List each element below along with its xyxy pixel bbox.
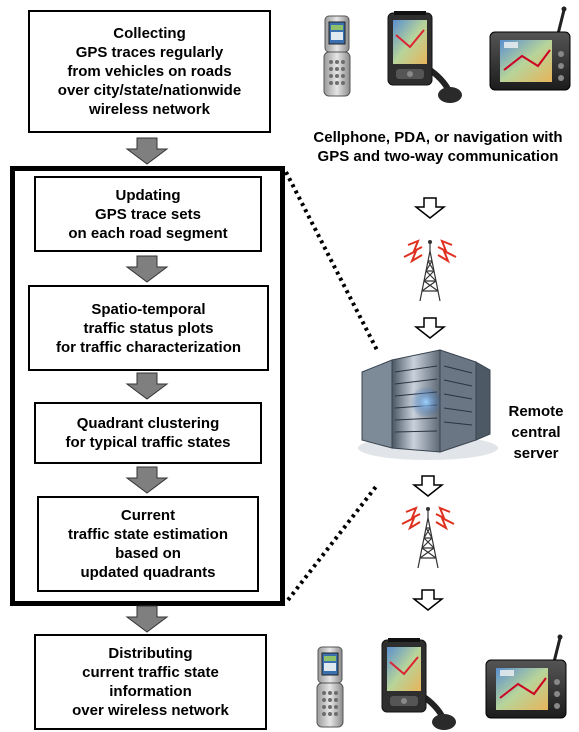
connector-line (284, 171, 380, 353)
current-line: updated quadrants (80, 564, 216, 581)
spatiotemporal-line: traffic status plots (83, 319, 214, 337)
updating-line: on each road segment (68, 224, 228, 242)
connector-line (286, 482, 380, 602)
spatiotemporal-box: Spatio-temporal traffic status plots for… (28, 285, 269, 371)
collecting-box: Collecting GPS traces regularly from veh… (28, 10, 271, 133)
cellphone-icon (316, 646, 344, 728)
collecting-line: wireless network (89, 101, 210, 118)
navigation-device-icon (488, 5, 572, 92)
quadrant-line: Quadrant clustering (76, 415, 220, 432)
server-label: Remote central server (496, 401, 576, 464)
collecting-line: GPS traces regularly (75, 44, 224, 61)
distributing-line: over wireless network (72, 702, 229, 719)
pda-icon (388, 11, 462, 103)
cellphone-icon (323, 15, 351, 97)
server-label-line: Remote (508, 403, 564, 420)
devices-caption-line: with GPS and two-way (317, 129, 563, 165)
updating-line: GPS trace sets (95, 205, 201, 223)
current-line: traffic state estimation (67, 526, 229, 543)
down-arrow-icon (126, 255, 168, 283)
pda-icon (382, 638, 456, 730)
server-label-line: server (513, 445, 559, 462)
down-arrow-icon (413, 589, 443, 611)
down-arrow-icon (126, 605, 168, 633)
down-arrow-icon (415, 317, 445, 339)
devices-caption: Cellphone, PDA, or navigation with GPS a… (300, 128, 576, 166)
current-box: Current traffic state estimation based o… (37, 496, 259, 592)
antenna-tower-icon (403, 239, 457, 302)
server-icon (358, 349, 498, 460)
current-line: Current (120, 507, 176, 524)
devices-caption-line: communication (447, 148, 559, 165)
distributing-box: Distributing current traffic state infor… (34, 634, 267, 730)
quadrant-box: Quadrant clustering for typical traffic … (34, 402, 262, 464)
current-line: based on (115, 545, 181, 562)
collecting-line: Collecting (113, 25, 186, 42)
down-arrow-icon (126, 137, 168, 165)
analysis-frame (10, 166, 285, 606)
distributing-line: Distributing (108, 645, 193, 662)
down-arrow-icon (413, 475, 443, 497)
devices-caption-line: Cellphone, PDA, or navigation (313, 129, 529, 146)
down-arrow-icon (415, 197, 445, 219)
collecting-line: over city/state/nationwide (57, 82, 242, 99)
down-arrow-icon (126, 372, 168, 400)
quadrant-line: for typical traffic states (65, 434, 231, 451)
navigation-device-icon (484, 633, 568, 720)
spatiotemporal-line: for traffic characterization (55, 338, 242, 356)
updating-line: Updating (115, 186, 181, 204)
updating-box: Updating GPS trace sets on each road seg… (34, 176, 262, 252)
antenna-tower-icon (401, 506, 455, 569)
collecting-line: from vehicles on roads (67, 63, 232, 80)
distributing-line: current traffic state (82, 664, 219, 681)
server-label-line: central (511, 424, 561, 441)
spatiotemporal-line: Spatio-temporal (91, 300, 206, 318)
down-arrow-icon (126, 466, 168, 494)
distributing-line: information (109, 683, 192, 700)
